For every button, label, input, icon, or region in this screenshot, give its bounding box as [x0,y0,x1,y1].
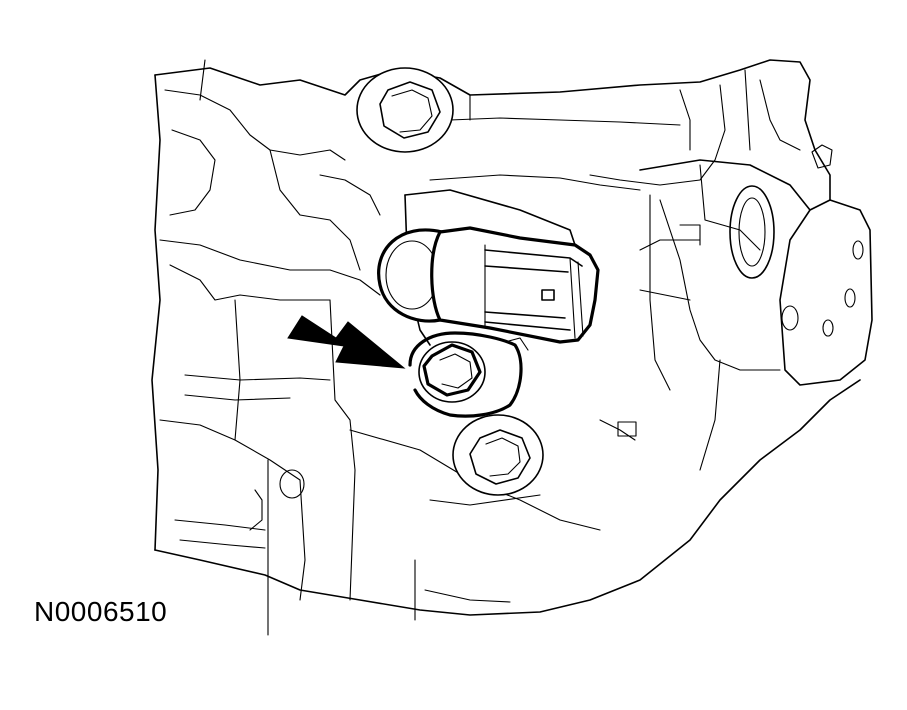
top-bolt [356,67,454,153]
figure-id-label: N0006510 [34,596,168,627]
sensor-retaining-bolt [418,341,486,403]
crankshaft-position-sensor [377,226,600,418]
lower-bolt [452,414,544,496]
engine-block [151,59,873,636]
callout-arrow [287,315,406,369]
